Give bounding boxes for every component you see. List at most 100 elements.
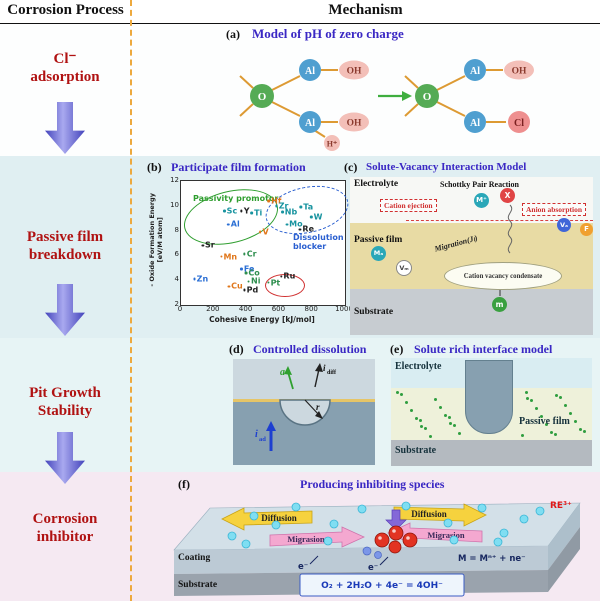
- panel-b-tag: (b): [147, 160, 162, 174]
- vacancy-pair: [362, 546, 382, 559]
- header-bar: Corrosion Process Mechanism: [0, 0, 600, 24]
- solute-dot: [526, 397, 529, 400]
- stage-corrosion-inhibitor: Corrosion inhibitor: [0, 510, 130, 546]
- substrate-layer: [350, 289, 593, 335]
- scatter-point-Zn: Zn: [193, 274, 209, 283]
- stage-line: Stability: [37, 403, 93, 419]
- idiff-arrow: [314, 368, 320, 388]
- aluminium-atom: [299, 111, 321, 133]
- cathodic-equation: O₂ + 2H₂O + 4e⁻ = 4OH⁻: [321, 581, 443, 591]
- solute-dot: [554, 433, 557, 436]
- solute-dot: [396, 391, 399, 394]
- scatter-point-Co: Co: [245, 268, 259, 277]
- scatter-point-Ti: Ti: [251, 209, 262, 218]
- metal-site-ion: Mₐ: [371, 246, 386, 261]
- solute-dot: [559, 396, 562, 399]
- metal-atom-ion: m: [492, 297, 507, 312]
- dissolution-blocker-label: Dissolution blocker: [293, 233, 344, 251]
- pit-depression: [465, 360, 513, 434]
- chloride-ion: [508, 111, 530, 133]
- reaction-arrow-icon: [378, 91, 412, 101]
- solute-dot: [569, 412, 572, 415]
- stage-line: inhibitor: [36, 529, 94, 545]
- aluminium-label: Al: [305, 118, 315, 129]
- hydroxyl-label: OH: [347, 119, 362, 129]
- red-species-cluster: [374, 525, 418, 554]
- anodic-equation: M = Mⁿ⁺ + ne⁻: [458, 554, 526, 564]
- solute-dot: [458, 432, 461, 435]
- coating-slab: Diffusion Diffusion Migrasion Migrasion: [173, 501, 581, 597]
- scatter-point-Ni: Ni: [248, 277, 260, 286]
- solute-dot: [415, 417, 418, 420]
- solute-dot: [419, 419, 422, 422]
- f-ion: F: [580, 223, 593, 236]
- hydroxyl-group: [339, 112, 369, 132]
- slab-side-substrate: [548, 527, 580, 592]
- panel-c-tag: (c): [344, 160, 358, 174]
- x-tick-label: 200: [206, 305, 220, 313]
- stage-line: Corrosion: [32, 511, 98, 527]
- solute-dot: [410, 409, 413, 412]
- cathodic-equation-box: [299, 573, 465, 597]
- passive-film-label: Passive film: [519, 416, 570, 427]
- scatter-point-Ta: Ta: [300, 203, 313, 212]
- y-axis-label-line: [eV/M atom]: [156, 217, 164, 263]
- stage-line: Cl⁻: [53, 51, 77, 67]
- solute-dot: [429, 435, 432, 438]
- solute-dot: [424, 427, 427, 430]
- solute-dot: [420, 425, 423, 428]
- x-axis-label: Cohesive Energy [kJ/mol]: [209, 315, 315, 324]
- y-axis-label: - Oxide Formation Energy [eV/M atom]: [148, 175, 165, 305]
- y-tick-label: 6: [174, 250, 179, 259]
- ph-zero-charge-molecule-diagram: O Al Al OH OH H⁺ O Al Al OH Cl: [239, 59, 534, 151]
- dissolution-down-arrow-icon: [385, 509, 407, 531]
- a-label: a: [280, 367, 285, 378]
- schottky-label: Schottky Pair Reaction: [440, 180, 519, 189]
- passivity-promotor-label: Passivity promotor: [193, 194, 279, 203]
- panel-e-title: Solute rich interface model: [414, 342, 553, 356]
- aluminium-label: Al: [305, 66, 315, 77]
- solute-dot: [535, 407, 538, 410]
- aluminium-label: Al: [470, 66, 480, 77]
- solute-dot: [444, 414, 447, 417]
- radius-arrowhead-icon: [315, 411, 323, 419]
- bond-lines: [239, 69, 506, 138]
- x-tick-label: 1000: [335, 305, 353, 313]
- scatter-point-Al: Al: [227, 220, 240, 229]
- scatter-point-Pt: Pt: [267, 278, 281, 287]
- proton-ion: [324, 135, 340, 151]
- migration-right-label: Migrasion: [427, 530, 465, 540]
- solute-dot: [449, 422, 452, 425]
- scatter-point-Mn: Mn: [220, 252, 237, 261]
- solute-dot: [434, 398, 437, 401]
- diffusion-left-label: Diffusion: [261, 513, 297, 523]
- hydroxyl-label: OH: [512, 67, 527, 77]
- scatter-point-Re: Re: [299, 225, 314, 234]
- controlled-dissolution-diagram: a i diff r i ad: [233, 359, 375, 465]
- scatter-point-W: W: [310, 212, 323, 221]
- stage-line: adsorption: [30, 69, 100, 85]
- solute-dot: [540, 415, 543, 418]
- solute-dot: [453, 424, 456, 427]
- blocker-label-line: blocker: [293, 242, 327, 252]
- electron-path-line: [309, 555, 319, 565]
- solute-dot: [574, 420, 577, 423]
- radius-label: r: [316, 402, 320, 412]
- cation-vacancy-condensate-ellipse: Cation vacancy condensate: [444, 262, 562, 290]
- solute-dot: [405, 401, 408, 404]
- oxygen-label: O: [258, 91, 267, 103]
- electron-label: e⁻: [368, 563, 378, 573]
- inhibiting-species-diagram: Diffusion Diffusion Migrasion Migrasion: [148, 494, 596, 600]
- hydroxyl-group: [504, 60, 534, 80]
- panel-c-title: Solute-Vacancy Interaction Model: [366, 161, 527, 173]
- solute-dot: [550, 431, 553, 434]
- stage-passive-film-breakdown: Passive film breakdown: [0, 228, 130, 264]
- metal-vacancy-ion: Vₘ: [396, 260, 412, 276]
- scatter-point-Mo: Mo: [286, 220, 302, 229]
- solute-vacancy-diagram: Electrolyte Schottky Pair Reaction Catio…: [350, 177, 593, 335]
- solute-dot: [400, 393, 403, 396]
- panel-a-tag: (a): [226, 27, 240, 41]
- scatter-point-Y: Y: [240, 206, 250, 215]
- x-tick-label: 0: [177, 305, 183, 313]
- electrolyte-label: Electrolyte: [354, 179, 399, 189]
